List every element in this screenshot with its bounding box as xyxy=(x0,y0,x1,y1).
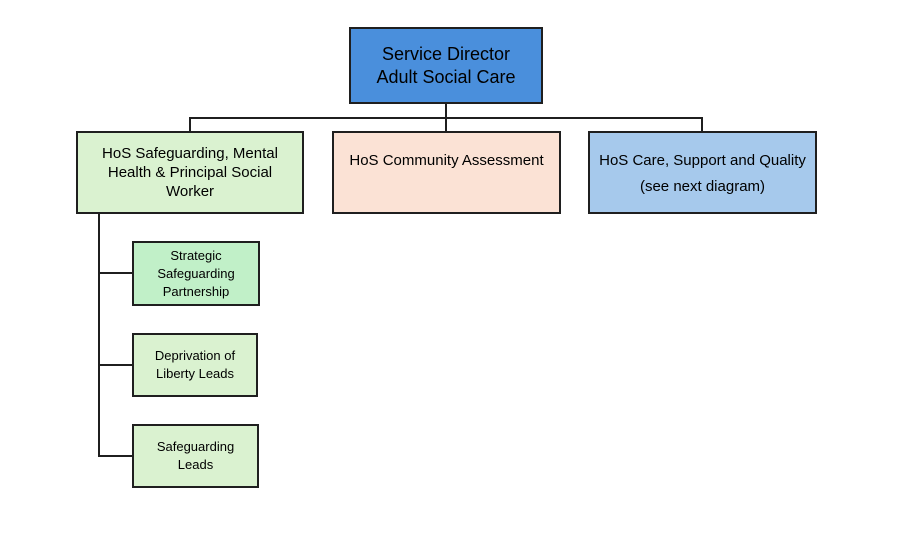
hos-care-support-quality-note: (see next diagram) xyxy=(639,178,766,195)
deprivation-of-liberty-leads-box: Deprivation of Liberty Leads xyxy=(132,333,258,397)
child-0-line-1: Strategic xyxy=(170,247,222,263)
child-2-line-2: Leads xyxy=(177,457,214,472)
strategic-safeguarding-partnership-box: Strategic Safeguarding Partnership xyxy=(132,241,260,306)
hos-safeguarding-line-1: HoS Safeguarding, Mental xyxy=(102,145,278,162)
hos-care-support-quality-box: HoS Care, Support and Quality (see next … xyxy=(588,131,817,214)
service-director-subtitle: Adult Social Care xyxy=(376,66,516,87)
safeguarding-leads-box: Safeguarding Leads xyxy=(132,424,259,488)
hos-care-support-quality-label: HoS Care, Support and Quality xyxy=(599,152,806,169)
hos-safeguarding-line-2: Health & Principal Social xyxy=(107,164,273,181)
service-director-box: Service Director Adult Social Care xyxy=(349,27,543,104)
hos-safeguarding-box: HoS Safeguarding, Mental Health & Princi… xyxy=(76,131,304,214)
hos-community-assessment-box: HoS Community Assessment xyxy=(332,131,561,214)
child-0-line-3: Partnership xyxy=(162,283,230,299)
child-0-line-2: Safeguarding xyxy=(157,265,235,281)
service-director-title: Service Director xyxy=(381,43,511,64)
hos-safeguarding-line-3: Worker xyxy=(165,183,215,200)
child-1-line-2: Liberty Leads xyxy=(155,366,235,381)
child-2-line-1: Safeguarding xyxy=(156,439,235,454)
child-1-line-1: Deprivation of xyxy=(154,348,236,363)
hos-community-assessment-label: HoS Community Assessment xyxy=(349,152,544,169)
